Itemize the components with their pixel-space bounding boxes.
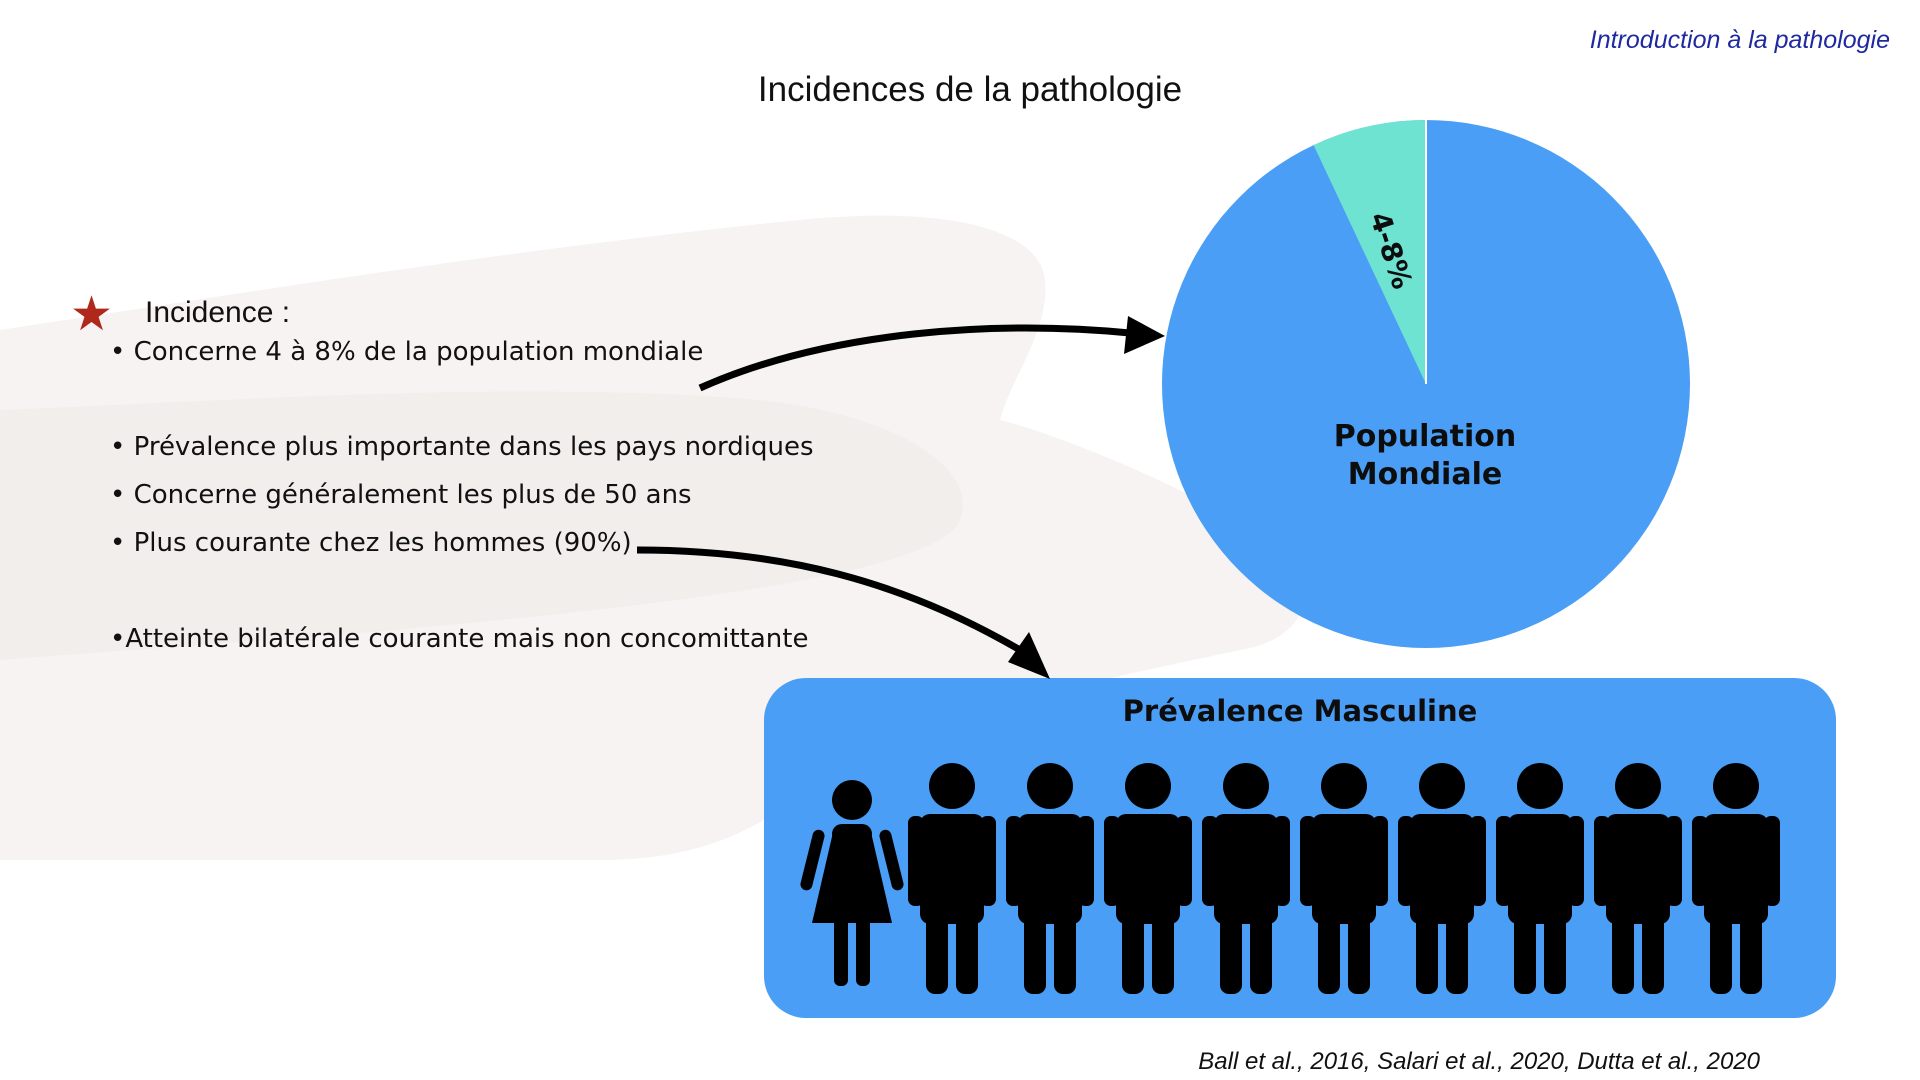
man-figure-icon [1496,763,1584,994]
man-figure-icon [1202,763,1290,994]
man-figure-icon [1398,763,1486,994]
arrow-head-panel-icon [1008,632,1050,679]
star-icon: ★ [70,286,114,342]
man-figure-icon [1006,763,1094,994]
woman-figure-icon [800,780,904,986]
citation: Ball et al., 2016, Salari et al., 2020, … [1198,1048,1760,1075]
bullet-age: • Concerne généralement les plus de 50 a… [110,480,692,510]
bullet-world-population: • Concerne 4 à 8% de la population mondi… [110,337,704,367]
man-figure-icon [1300,763,1388,994]
bullet-men: • Plus courante chez les hommes (90%) [110,528,632,558]
man-figure-icon [908,763,996,994]
male-prevalence-panel: Prévalence Masculine [764,678,1836,1018]
pie-label: Population Mondiale [1333,419,1517,492]
panel-title: Prévalence Masculine [1122,694,1478,728]
man-figure-icon [1692,763,1780,994]
man-figure-icon [1104,763,1192,994]
population-pie [1162,119,1690,648]
slide-title: Incidences de la pathologie [757,70,1183,109]
arrow-head-pie-icon [1124,316,1165,354]
incidence-heading: Incidence : [145,296,291,329]
section-tag: Introduction à la pathologie [1589,26,1890,54]
man-figure-icon [1594,763,1682,994]
arrow-to-panel [636,546,1022,654]
bullet-bilateral: •Atteinte bilatérale courante mais non c… [110,624,809,654]
bullet-nordic-prevalence: • Prévalence plus importante dans les pa… [110,432,814,462]
pie-slice-minor [1313,119,1426,384]
people-figures [800,763,1780,994]
arrow-to-pie [698,324,1131,392]
